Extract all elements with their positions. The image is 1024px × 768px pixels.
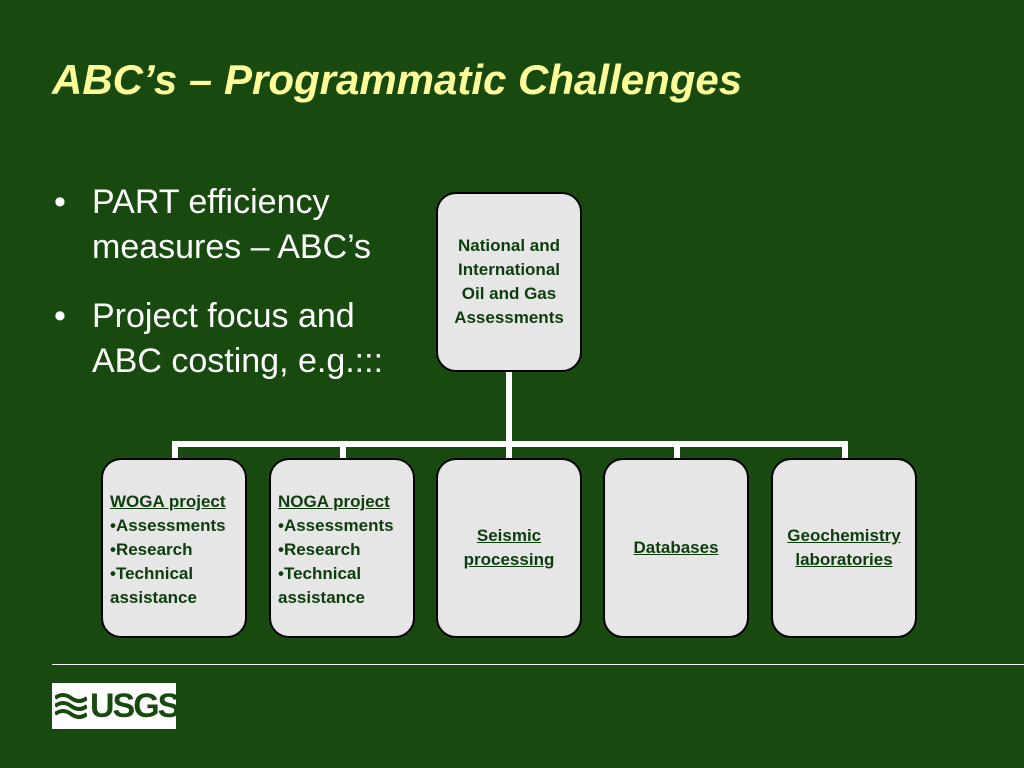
connector-drop: [842, 441, 848, 460]
usgs-logo-text: USGS: [90, 686, 180, 725]
bullet-text: Project focus and ABC costing, e.g.:::: [92, 297, 384, 380]
bullet-item: • PART efficiency measures – ABC’s: [52, 180, 432, 270]
bullet-item: • Project focus and ABC costing, e.g.:::: [52, 294, 432, 384]
node-line: processing: [463, 550, 555, 569]
org-node-geochemistry: Geochemistry laboratories: [771, 458, 917, 638]
connector-drop: [506, 441, 512, 460]
node-line: Oil and Gas: [461, 284, 557, 303]
bullet-dot-icon: •: [54, 183, 66, 221]
node-line: Assessments: [454, 308, 564, 327]
node-line: assistance: [278, 588, 365, 607]
connector-drop: [172, 441, 178, 460]
node-line: •Assessments: [110, 516, 226, 535]
bullet-text: PART efficiency measures – ABC’s: [92, 183, 372, 266]
org-node-woga: WOGA project •Assessments •Research •Tec…: [101, 458, 247, 638]
node-line: Geochemistry: [787, 526, 901, 545]
usgs-wave-icon: [55, 693, 87, 719]
node-line: Databases: [633, 538, 719, 557]
bullet-list: • PART efficiency measures – ABC’s • Proje…: [52, 180, 432, 408]
org-node-seismic: Seismic processing: [436, 458, 582, 638]
usgs-logo: USGS: [52, 683, 180, 729]
bullet-dot-icon: •: [54, 297, 66, 335]
footer-divider: [52, 664, 1024, 665]
node-line: •Research: [278, 540, 361, 559]
node-heading: WOGA project: [110, 492, 226, 511]
slide-title: ABC’s – Programmatic Challenges: [52, 56, 743, 103]
node-line: National and: [457, 236, 560, 255]
node-line: •Assessments: [278, 516, 394, 535]
connector-drop: [674, 441, 680, 460]
node-heading: NOGA project: [278, 492, 390, 511]
connector-root-trunk: [506, 370, 512, 446]
node-line: Seismic: [476, 526, 542, 545]
connector-drop: [340, 441, 346, 460]
node-line: •Research: [110, 540, 193, 559]
node-line: laboratories: [795, 550, 893, 569]
node-line: assistance: [110, 588, 197, 607]
node-line: International: [457, 260, 560, 279]
org-node-root: National and International Oil and Gas A…: [436, 192, 582, 372]
node-line: •Technical: [110, 564, 194, 583]
node-line: •Technical: [278, 564, 362, 583]
org-node-databases: Databases: [603, 458, 749, 638]
org-node-noga: NOGA project •Assessments •Research •Tec…: [269, 458, 415, 638]
